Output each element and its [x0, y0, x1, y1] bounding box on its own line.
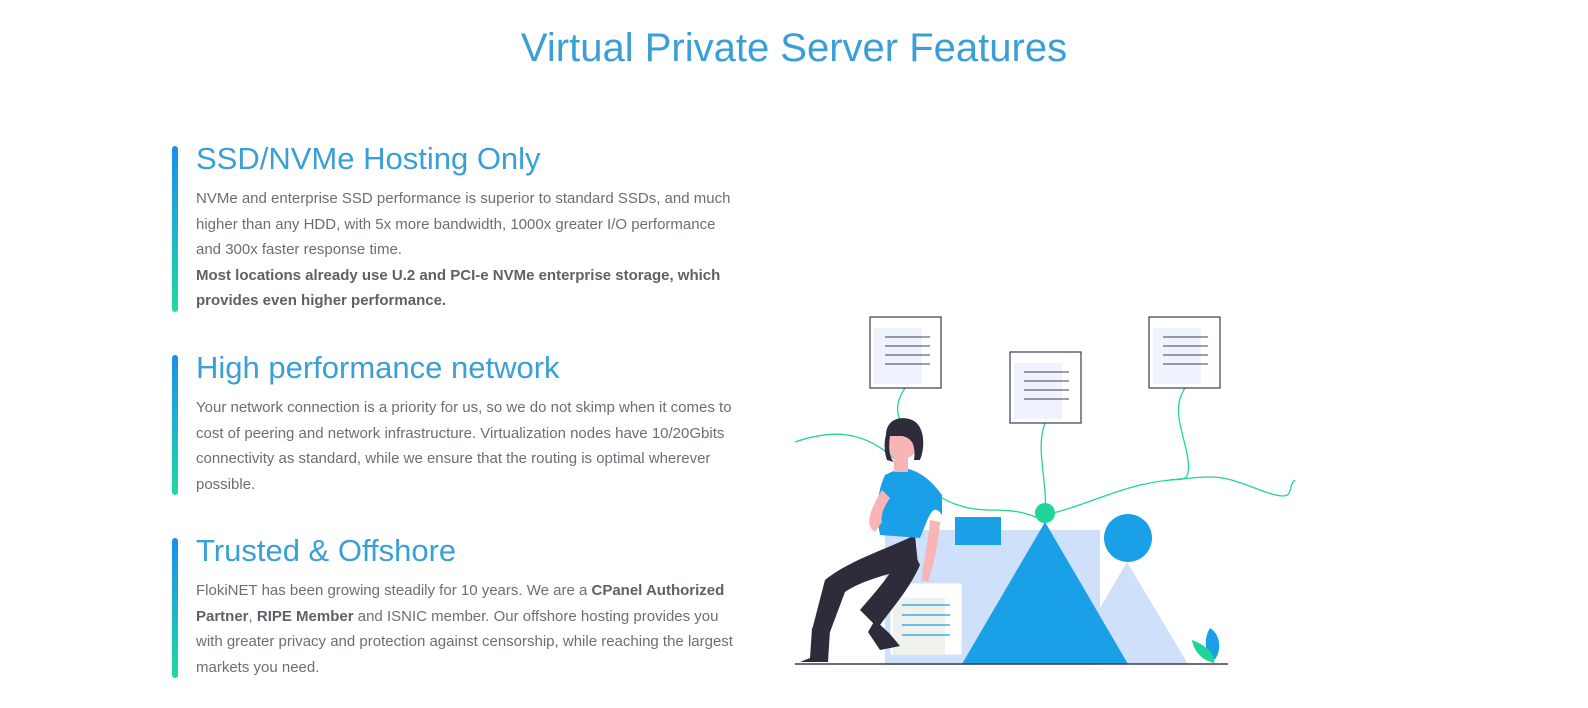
connection-line: [1040, 422, 1047, 516]
triangle-shape: [962, 522, 1128, 664]
server-woman-illustration: [790, 310, 1300, 680]
feature-accent-bar: [172, 355, 178, 495]
feature-text: NVMe and enterprise SSD performance is s…: [196, 190, 731, 258]
page-title: Virtual Private Server Features: [520, 26, 1068, 70]
feature-text: and ISNIC member. Our offshore hosting p…: [196, 607, 733, 676]
feature-description: FlokiNET has been growing steadily for 1…: [196, 578, 736, 680]
feature-title: Trusted & Offshore: [196, 533, 457, 568]
feature-trusted-offshore: Trusted & Offshore FlokiNET has been gro…: [172, 532, 776, 680]
feature-description: Your network connection is a priority fo…: [196, 399, 732, 493]
feature-text: FlokiNET has been growing steadily for 1…: [196, 582, 592, 599]
document-card-icon: [1009, 351, 1082, 424]
feature-ssd-nvme: SSD/NVMe Hosting Only NVMe and enterpris…: [172, 140, 776, 314]
feature-text-bold: RIPE Member: [256, 607, 354, 625]
feature-text: ,: [248, 607, 257, 625]
connection-line: [1169, 387, 1190, 481]
document-card-icon: [1148, 316, 1221, 389]
network-node-icon: [1035, 503, 1055, 523]
feature-accent-bar: [172, 146, 178, 312]
circle-shape: [1104, 514, 1152, 562]
feature-title: High performance network: [196, 350, 560, 385]
feature-text-bold: Most locations already use U.2 and PCI-e…: [196, 266, 721, 310]
illustration-svg: [794, 316, 1296, 665]
feature-text-bold: CPanel Authorized Partner: [196, 582, 725, 625]
plant-icon: [1192, 628, 1220, 663]
woman-figure-icon: [800, 418, 942, 662]
document-card-icon: [869, 316, 942, 389]
feature-network: High performance network Your network co…: [172, 349, 776, 497]
feature-title: SSD/NVMe Hosting Only: [196, 141, 541, 176]
feature-description: NVMe and enterprise SSD performance is s…: [196, 186, 736, 314]
connection-line: [1044, 476, 1296, 516]
feature-accent-bar: [172, 538, 178, 678]
